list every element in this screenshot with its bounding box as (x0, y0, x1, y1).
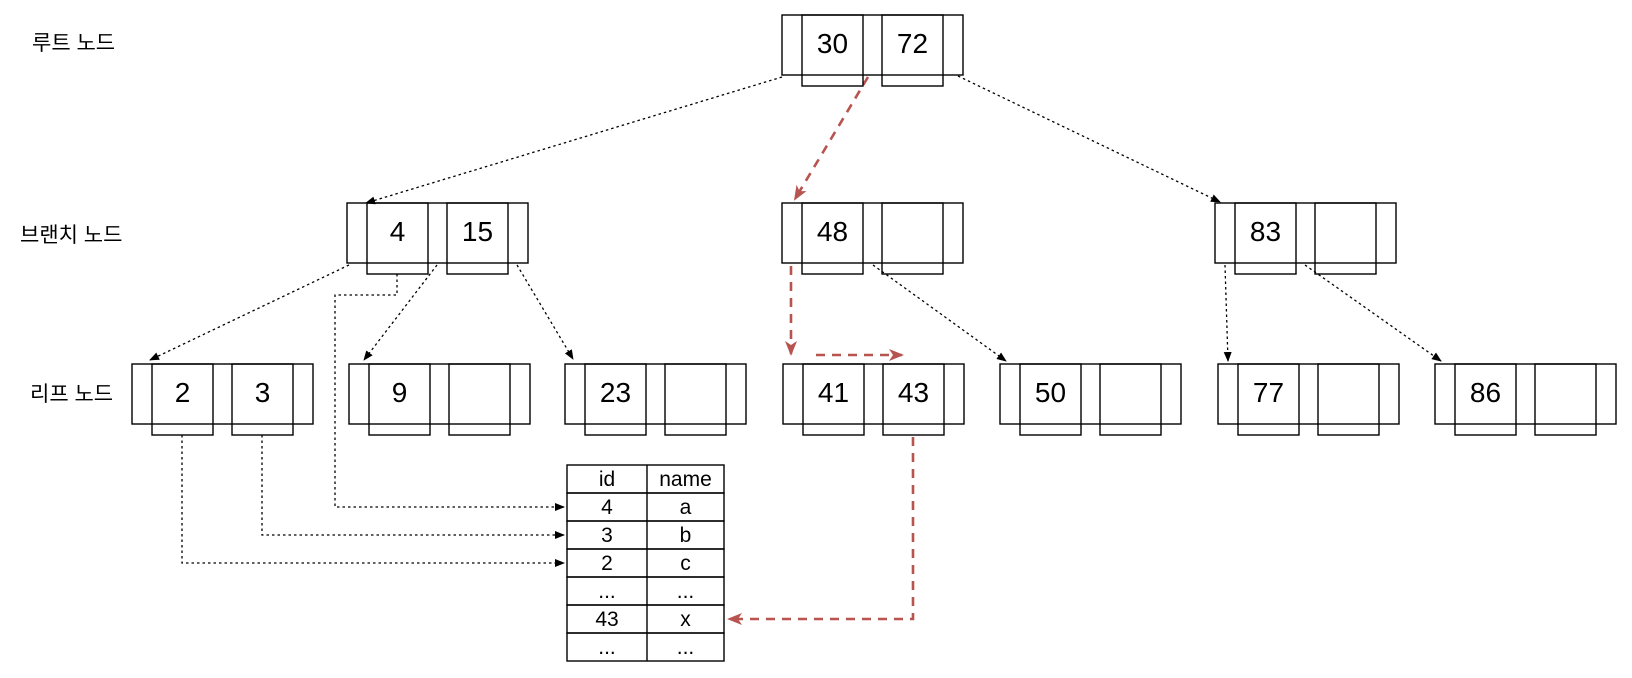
table-row (566, 604, 725, 634)
table-cell-id: 4 (601, 496, 613, 519)
table-row (566, 576, 725, 606)
record-table: id name 4 a 3 b 2 c...... 43 x...... (566, 464, 725, 662)
key-cell (584, 363, 647, 436)
key-cell (151, 363, 214, 436)
key-cell (881, 202, 944, 275)
node-branch-48: 48 (781, 202, 964, 275)
key-value: 86 (1470, 377, 1501, 408)
edge-branch-83-to-leaf-86 (1304, 264, 1442, 362)
edge-branch-48-to-leaf-50 (872, 264, 1007, 362)
node-leaf-77: 77 (1217, 363, 1400, 436)
key-cell (368, 363, 431, 436)
edge-branch-4-15-to-leaf-9 (363, 264, 438, 361)
key-value: 9 (392, 377, 408, 408)
key-cell (1314, 202, 1377, 275)
key-value: 30 (817, 28, 848, 59)
key-value: 72 (897, 28, 928, 59)
search-key-43-to-row-x (727, 437, 915, 625)
key-value: 43 (898, 377, 929, 408)
key-cell (801, 14, 864, 87)
edges-layer (149, 75, 1442, 625)
node-leaf-9: 9 (348, 363, 531, 436)
table-header-cell-id: id (599, 468, 615, 491)
edge-branch-4-15-to-leaf-2-3 (149, 264, 350, 361)
branch-node-frame (781, 202, 964, 264)
key-cell (802, 363, 865, 436)
table-row (566, 492, 725, 522)
key-cell (231, 363, 294, 436)
key-cell (1019, 363, 1082, 436)
key-cell (664, 363, 727, 436)
key-cell (1454, 363, 1517, 436)
key-value: 4 (390, 216, 406, 247)
key-value: 3 (255, 377, 271, 408)
edge-root-to-branch-83 (957, 75, 1221, 203)
label-branch-node: 브랜치 노드 (20, 224, 122, 247)
leaf-node-frame (782, 363, 965, 425)
key-cell (1234, 202, 1297, 275)
key-cell (448, 363, 511, 436)
leaf-node-frame (564, 363, 747, 425)
table-cell-name: ... (677, 636, 695, 659)
key-value: 41 (818, 377, 849, 408)
key-value: 83 (1250, 216, 1281, 247)
key-cell (882, 363, 945, 436)
node-branch-4-15: 4 15 (346, 202, 529, 275)
key-cell (881, 14, 944, 87)
pointer-key-3-to-row-3 (261, 435, 565, 539)
table-cell-name: x (680, 608, 691, 631)
key-cell (446, 202, 509, 275)
branch-node-frame (346, 202, 529, 264)
key-value: 23 (600, 377, 631, 408)
table-cell-name: a (680, 496, 692, 519)
leaf-node-frame (131, 363, 314, 425)
key-value: 48 (817, 216, 848, 247)
table-row (566, 548, 725, 578)
table-cell-id: 2 (601, 552, 613, 575)
leaf-node-frame (1434, 363, 1617, 425)
edge-root-to-branch-4-15 (365, 76, 783, 205)
key-value: 2 (175, 377, 191, 408)
key-value: 77 (1253, 377, 1284, 408)
table-row (566, 520, 725, 550)
table-cell-name: ... (677, 580, 695, 603)
node-root: 30 72 (781, 14, 964, 87)
pointer-key-2-to-row-2 (181, 435, 565, 567)
table-cell-name: c (680, 552, 691, 575)
table-header-cell-name: name (659, 468, 712, 491)
key-cell (366, 202, 429, 275)
table-cell-id: ... (598, 636, 616, 659)
edge-branch-4-15-to-leaf-23 (516, 264, 574, 360)
node-branch-83: 83 (1214, 202, 1397, 275)
key-value: 50 (1035, 377, 1066, 408)
node-leaf-23: 23 (564, 363, 747, 436)
key-cell (1534, 363, 1597, 436)
branch-node-frame (1214, 202, 1397, 264)
key-cell (1237, 363, 1300, 436)
table-cell-id: 3 (601, 524, 613, 547)
node-leaf-86: 86 (1434, 363, 1617, 436)
leaf-node-frame (1217, 363, 1400, 425)
key-cell (1317, 363, 1380, 436)
key-value: 15 (462, 216, 493, 247)
node-leaf-41-43: 41 43 (782, 363, 965, 436)
label-leaf-node: 리프 노드 (30, 383, 113, 406)
label-root-node: 루트 노드 (32, 32, 115, 55)
node-leaf-50: 50 (999, 363, 1182, 436)
table-row (566, 632, 725, 662)
edge-branch-83-to-leaf-77 (1223, 264, 1232, 362)
table-cell-id: ... (598, 580, 616, 603)
key-cell (801, 202, 864, 275)
table-cell-id: 43 (595, 608, 618, 631)
search-root-to-branch-48 (793, 76, 870, 201)
key-cell (1099, 363, 1162, 436)
table-cell-name: b (680, 524, 692, 547)
leaf-node-frame (348, 363, 531, 425)
pointer-key-4-to-row-4 (334, 274, 565, 511)
leaf-node-frame (999, 363, 1182, 425)
root-node-frame (781, 14, 964, 76)
